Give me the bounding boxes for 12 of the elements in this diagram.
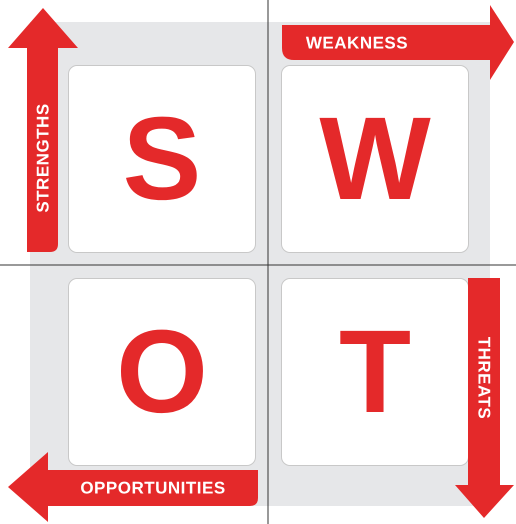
swot-letter: S — [122, 100, 202, 218]
letter-card — [281, 65, 469, 253]
swot-letter: O — [115, 313, 209, 431]
banner-label: STRENGTHS — [34, 103, 52, 213]
swot-letter: W — [318, 100, 432, 218]
banner-label: THREATS — [476, 336, 492, 420]
letter-card — [68, 278, 256, 466]
banner-label: OPPORTUNITIES — [80, 480, 226, 496]
swot-letter: T — [338, 313, 412, 431]
banner-label: WEAKNESS — [306, 34, 408, 52]
letter-card — [281, 278, 469, 466]
letter-card — [68, 65, 256, 253]
